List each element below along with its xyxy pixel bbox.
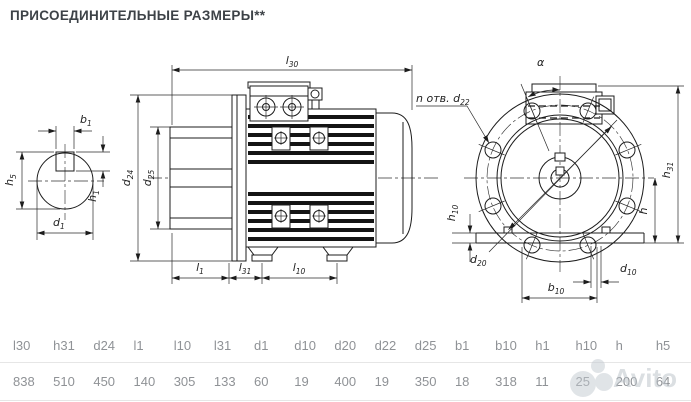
col-value: 19 xyxy=(294,374,309,389)
col-value: 18 xyxy=(454,374,470,389)
dim-label-d20: d20 xyxy=(470,253,487,268)
keyway xyxy=(55,151,75,172)
col-value: 60 xyxy=(254,374,269,389)
technical-drawing: b1 h1 h5 d1 xyxy=(3,54,684,303)
col-header: d10 xyxy=(294,338,316,353)
dim-label-b10: b10 xyxy=(548,281,565,296)
dim-label-l31: l31 xyxy=(239,261,252,276)
shaft-section-view: b1 h1 h5 d1 xyxy=(3,113,110,240)
mounting-lugs xyxy=(271,126,329,229)
dim-label-l10: l10 xyxy=(293,261,306,276)
motor-feet xyxy=(247,246,354,262)
flange-front-view: α n отв. d22 d20 b10 d10 xyxy=(416,56,684,303)
dim-label-l30: l30 xyxy=(286,54,299,69)
col-value: 11 xyxy=(535,374,549,389)
col-header: d1 xyxy=(254,338,269,353)
dim-label-alpha: α xyxy=(537,56,545,69)
bolt-circle xyxy=(486,104,634,252)
col-value: 400 xyxy=(334,374,357,389)
col-header: b10 xyxy=(495,338,517,353)
dim-label-h31: h31 xyxy=(660,162,675,179)
feet-front xyxy=(475,226,645,244)
table-value-row: 838 510 450 140 305 133 60 19 400 19 350… xyxy=(0,363,691,401)
col-header: h10 xyxy=(575,338,598,353)
col-value: 200 xyxy=(615,374,638,389)
col-value: 133 xyxy=(213,374,236,389)
col-header: d20 xyxy=(334,338,357,353)
motor-dimensions: l30 d24 d25 l1 l31 l10 xyxy=(120,54,413,284)
dim-label-n-holes-d22: n отв. d22 xyxy=(416,92,470,107)
col-value: 350 xyxy=(414,374,437,389)
col-header: l30 xyxy=(13,338,31,353)
col-header: d25 xyxy=(414,338,437,353)
dim-label-d10: d10 xyxy=(620,262,637,277)
fan-cover xyxy=(376,112,413,244)
col-value: 64 xyxy=(655,374,671,389)
dim-label-d24: d24 xyxy=(120,170,135,187)
eyebolt xyxy=(307,87,323,110)
spigot-block xyxy=(169,126,233,230)
col-value: 510 xyxy=(53,374,75,389)
dim-label-h5: h5 xyxy=(3,174,18,186)
shaft-circle xyxy=(36,152,94,210)
flange-disc xyxy=(231,94,247,262)
dim-label-l1: l1 xyxy=(196,261,204,276)
flange-outer-circle xyxy=(475,93,645,263)
dim-label-d25: d25 xyxy=(141,170,156,187)
dim-label-b1: b1 xyxy=(80,113,92,128)
col-header: h xyxy=(615,338,623,353)
dim-label-h: h xyxy=(637,207,650,214)
motor-side-view: l30 d24 d25 l1 l31 l10 xyxy=(120,54,440,284)
cable-gland xyxy=(254,95,278,119)
keyway-slot xyxy=(554,152,566,162)
col-value: 838 xyxy=(13,374,35,389)
col-header: d24 xyxy=(93,338,116,353)
col-header: d22 xyxy=(374,338,397,353)
col-header: b1 xyxy=(454,338,470,353)
col-value: 450 xyxy=(93,374,116,389)
terminal-box xyxy=(247,81,311,122)
cable-gland xyxy=(280,95,304,119)
flange-dimensions: α n отв. d22 d20 b10 d10 xyxy=(416,56,684,303)
col-value: 140 xyxy=(133,374,156,389)
col-header: l10 xyxy=(173,338,192,353)
col-header: h31 xyxy=(53,338,75,353)
dim-label-d1: d1 xyxy=(53,216,65,231)
dimensions-table: l30 h31 d24 l1 l10 l31 d1 d10 d20 d22 d2… xyxy=(0,325,691,401)
col-value: 318 xyxy=(495,374,517,389)
col-header: l31 xyxy=(213,338,232,353)
col-value: 25 xyxy=(575,374,590,389)
col-header: l1 xyxy=(133,338,144,353)
shaft-dimensions: b1 h1 h5 d1 xyxy=(3,113,110,240)
col-value: 19 xyxy=(374,374,390,389)
col-value: 305 xyxy=(173,374,196,389)
col-header: h1 xyxy=(535,338,550,353)
col-header: h5 xyxy=(655,338,671,353)
spigot-circle xyxy=(496,114,624,242)
dim-label-h1: h1 xyxy=(86,190,101,202)
dim-label-h10: h10 xyxy=(445,205,460,222)
page-title: ПРИСОЕДИНИТЕЛЬНЫЕ РАЗМЕРЫ** xyxy=(10,8,266,23)
table-header-row: l30 h31 d24 l1 l10 l31 d1 d10 d20 d22 d2… xyxy=(0,325,691,363)
